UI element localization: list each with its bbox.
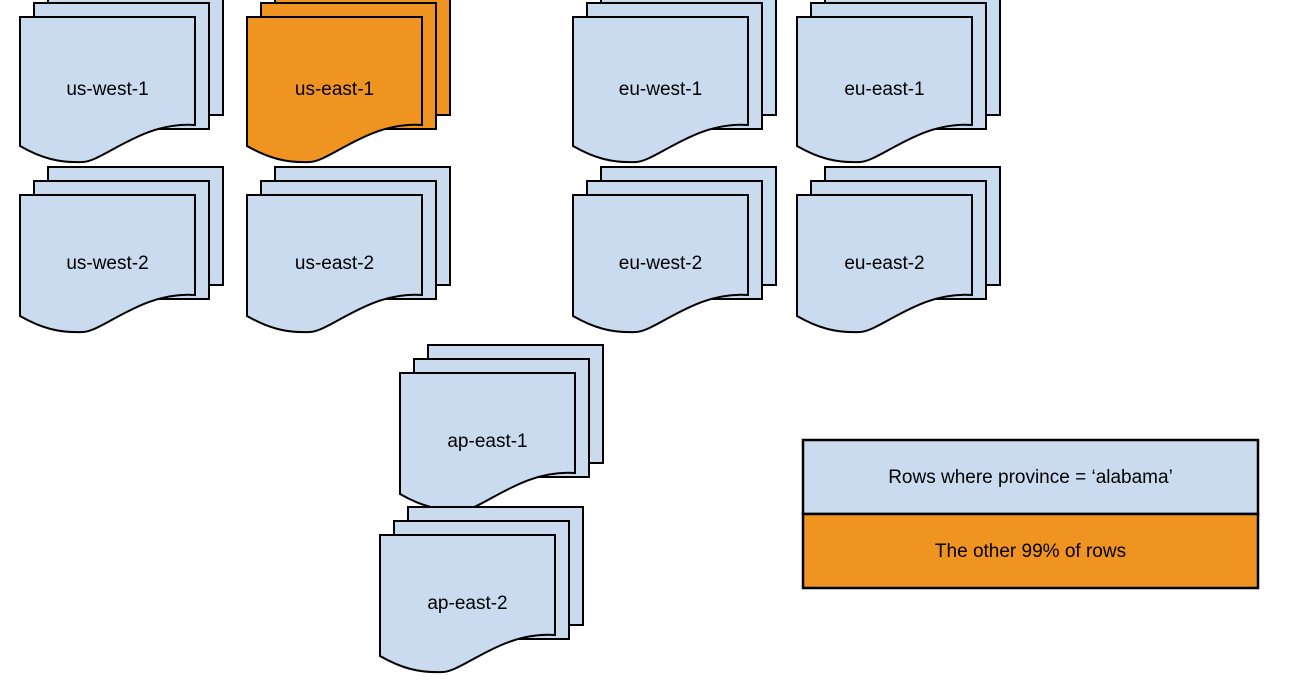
stack-sheet-front (796, 16, 973, 164)
stack-label-us-east-1: us-east-1 (295, 79, 374, 100)
legend-label-legend-matching-rows: Rows where province = ‘alabama’ (888, 467, 1173, 488)
stack-group-container: us-west-1 us-east-1 eu-west-1 eu-east-1 us-w… (19, 0, 1001, 674)
data-stack-ap-east-1[interactable]: ap-east-1 (399, 344, 604, 512)
stack-sheet-front (19, 16, 196, 164)
stack-label-us-west-2: us-west-2 (66, 253, 148, 274)
stack-label-eu-west-1: eu-west-1 (619, 79, 702, 100)
data-stack-us-west-1[interactable]: us-west-1 (19, 0, 224, 164)
data-stack-ap-east-2[interactable]: ap-east-2 (379, 506, 584, 674)
stack-sheet-front (246, 194, 423, 334)
data-stack-us-east-2[interactable]: us-east-2 (246, 166, 451, 334)
data-stack-us-west-2[interactable]: us-west-2 (19, 166, 224, 334)
stack-sheet-front (246, 16, 423, 164)
legend-swatch-legend-other-rows (801, 512, 1260, 590)
legend: Rows where province = ‘alabama’ The other… (801, 438, 1260, 590)
stack-sheet-front (572, 16, 749, 164)
stack-label-eu-east-1: eu-east-1 (844, 79, 924, 100)
stack-label-us-west-1: us-west-1 (66, 79, 148, 100)
data-stack-eu-east-2[interactable]: eu-east-2 (796, 166, 1001, 334)
stack-sheet-front (796, 194, 973, 334)
stack-label-us-east-2: us-east-2 (295, 253, 374, 274)
stack-label-ap-east-1: ap-east-1 (447, 431, 527, 452)
data-stack-eu-west-1[interactable]: eu-west-1 (572, 0, 777, 164)
data-stack-eu-west-2[interactable]: eu-west-2 (572, 166, 777, 334)
stack-sheet-front (379, 534, 556, 674)
stack-sheet-front (19, 194, 196, 334)
stack-label-eu-west-2: eu-west-2 (619, 253, 702, 274)
legend-label-legend-other-rows: The other 99% of rows (935, 541, 1126, 562)
stack-sheet-front (572, 194, 749, 334)
data-stack-us-east-1[interactable]: us-east-1 (246, 0, 451, 164)
data-stack-eu-east-1[interactable]: eu-east-1 (796, 0, 1001, 164)
legend-swatch-legend-matching-rows (801, 438, 1260, 516)
stack-label-ap-east-2: ap-east-2 (427, 593, 507, 614)
stack-label-eu-east-2: eu-east-2 (844, 253, 924, 274)
